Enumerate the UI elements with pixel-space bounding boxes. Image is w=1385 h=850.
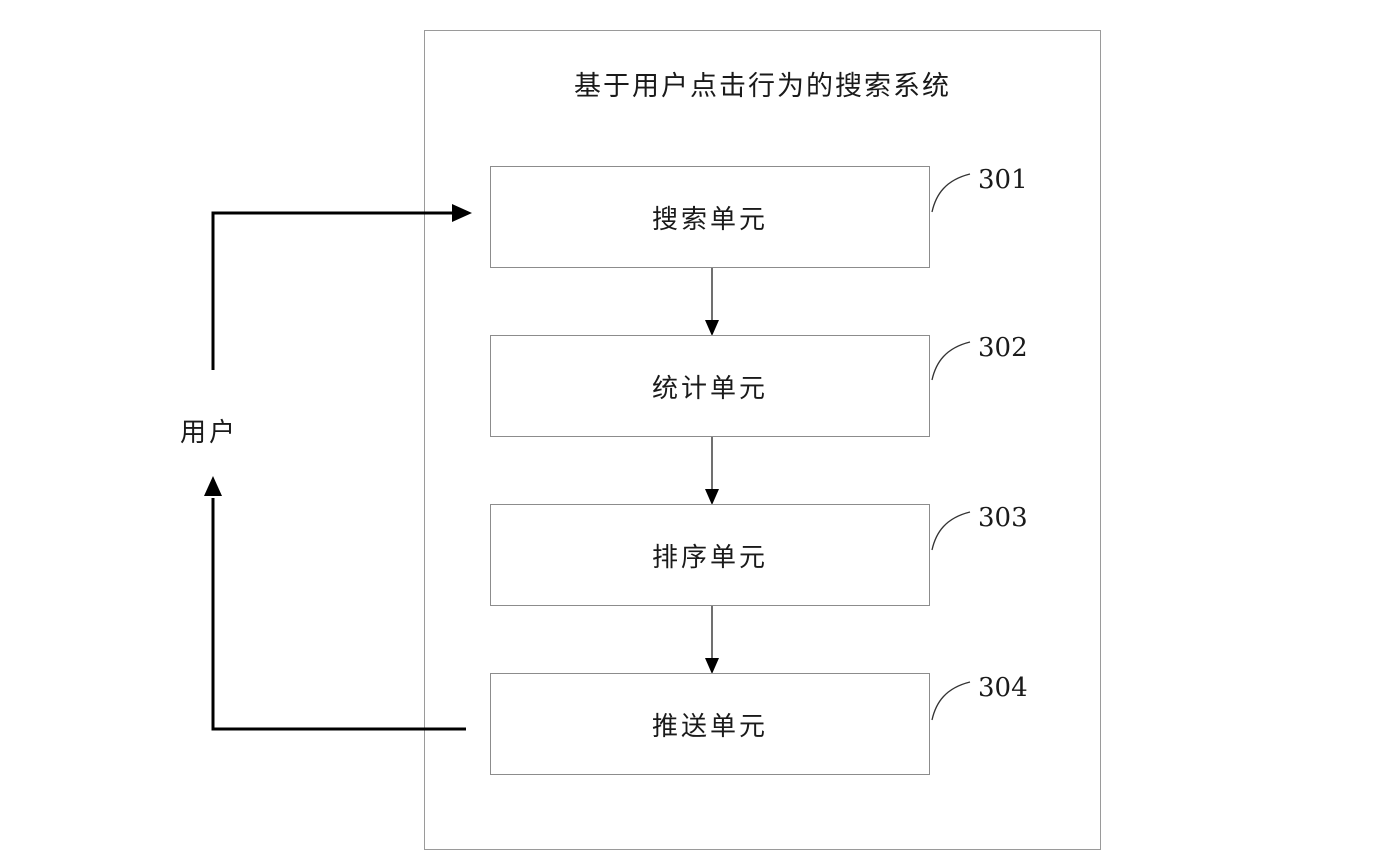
push-unit-box: 推送单元 [490,673,930,775]
sort-unit-label: 排序单元 [651,542,768,573]
ref-number-303: 303 [978,503,1028,533]
sort-unit-box: 排序单元 [490,504,930,606]
connector-layer [204,173,971,731]
arrowhead [705,489,719,505]
ref-number-302: 302 [978,333,1028,363]
system-title: 基于用户点击行为的搜索系统 [574,71,951,102]
ref-leader-303 [931,511,971,551]
search-unit-box: 搜索单元 [490,166,930,268]
stats-unit-label: 统计单元 [651,373,768,404]
arrowhead [705,658,719,674]
arrowhead-up [204,476,222,496]
search-unit-label: 搜索单元 [651,204,768,235]
ref-number-304: 304 [978,673,1028,703]
ref-number-301: 301 [978,165,1028,195]
user-label: 用户 [180,418,239,448]
ref-leader-301 [931,173,971,213]
ref-leader-304 [931,681,971,721]
push-unit-label: 推送单元 [651,711,768,742]
flow-push-to-user [211,498,466,731]
arrowhead [705,320,719,336]
ref-leader-302 [931,341,971,381]
arrowhead-right [452,204,472,222]
flow-user-to-search [211,211,455,370]
stats-unit-box: 统计单元 [490,335,930,437]
